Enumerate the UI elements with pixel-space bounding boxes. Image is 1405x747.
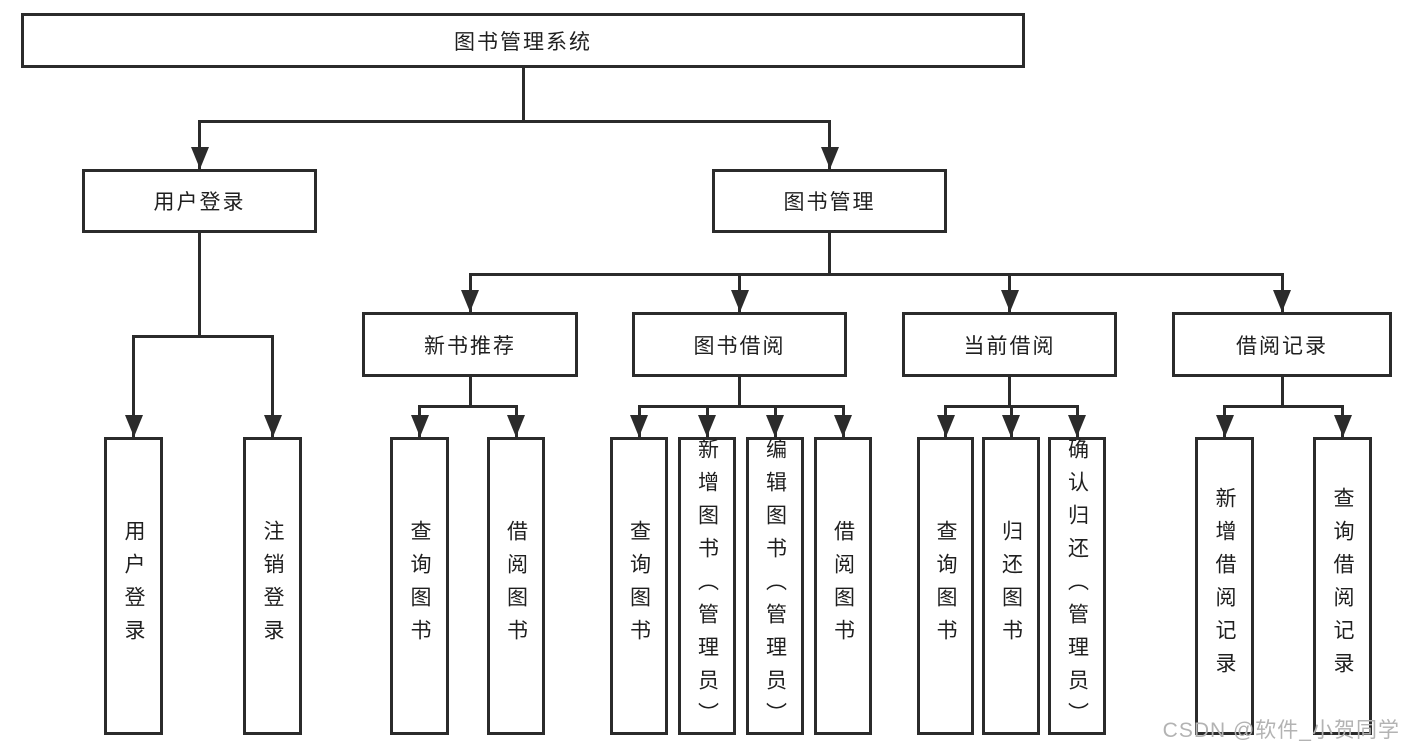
arrowhead [1273,290,1291,312]
leaf-user-login-label: 用户登录 [122,520,145,652]
edge-shaft [828,120,831,169]
edge-shaft [271,335,274,437]
edge-recommend-stem [468,377,472,408]
leaf-query-borrow-record: 查询借阅记录 [1313,437,1372,735]
edge-root-stem [521,68,525,121]
leaf-return-book-label: 归还图书 [999,520,1023,652]
leaf-borrow-books-recommend-label: 借阅图书 [504,520,528,652]
arrowhead [1002,415,1020,437]
arrowhead [1068,415,1086,437]
node-current-borrowing-label: 当前借阅 [963,334,1056,358]
leaf-query-books-recommend-label: 查询图书 [408,520,431,652]
node-user-login-label: 用户登录 [153,191,246,214]
edge-shaft [198,120,201,169]
leaf-query-books-current: 查询图书 [917,437,974,735]
arrowhead [124,415,143,437]
leaf-confirm-return-admin-label: 确认归还（管理员） [1065,437,1089,735]
leaf-query-books-recommend: 查询图书 [390,437,449,735]
edge-bookmgmt-bar [468,273,1284,276]
node-new-book-recommend-label: 新书推荐 [424,334,516,358]
leaf-borrow-books-borrowing-label: 借阅图书 [831,520,855,652]
edge-recommend-bar [418,405,518,408]
node-root-label: 图书管理系统 [454,30,592,54]
arrowhead [630,415,648,437]
leaf-logout-label: 注销登录 [261,520,284,652]
node-book-borrowing-label: 图书借阅 [693,334,786,358]
leaf-confirm-return-admin: 确认归还（管理员） [1048,437,1106,735]
node-current-borrowing: 当前借阅 [902,312,1117,377]
edge-userlogin-bar [132,335,274,338]
arrowhead [461,290,479,312]
leaf-add-book-admin: 新增图书（管理员） [678,437,736,735]
leaf-query-books-current-label: 查询图书 [934,520,957,652]
leaf-query-books-borrowing: 查询图书 [610,437,668,735]
arrowhead [263,415,282,437]
node-book-management: 图书管理 [712,169,947,233]
edge-records-bar [1223,405,1344,408]
leaf-borrow-books-borrowing: 借阅图书 [814,437,872,735]
arrowhead [507,415,525,437]
node-book-management-label: 图书管理 [783,191,876,214]
arrowhead [766,415,784,437]
csdn-watermark: CSDN @软件_小贺同学 [1162,719,1400,742]
leaf-query-borrow-record-label: 查询借阅记录 [1331,487,1354,685]
edge-root-bar [198,120,831,123]
edge-borrowing-bar [637,405,845,408]
leaf-user-login: 用户登录 [104,437,163,735]
arrowhead [1000,290,1019,312]
leaf-add-borrow-record: 新增借阅记录 [1195,437,1254,735]
arrowhead [730,290,749,312]
arrowhead [1215,415,1234,437]
edge-bookmgmt-stem [828,233,831,276]
edge-current-stem [1008,377,1011,408]
node-book-borrowing: 图书借阅 [632,312,847,377]
arrowhead [834,415,852,437]
leaf-query-books-borrowing-label: 查询图书 [627,520,651,652]
leaf-edit-book-admin: 编辑图书（管理员） [746,437,804,735]
arrowhead [1333,415,1352,437]
leaf-add-book-admin-label: 新增图书（管理员） [695,437,719,735]
node-new-book-recommend: 新书推荐 [362,312,578,377]
arrowhead [820,147,839,169]
leaf-edit-book-admin-label: 编辑图书（管理员） [763,437,787,735]
edge-records-stem [1280,377,1284,408]
node-root: 图书管理系统 [21,13,1025,68]
edge-borrowing-stem [738,377,741,408]
arrowhead [410,415,429,437]
leaf-add-borrow-record-label: 新增借阅记录 [1213,487,1236,685]
edge-userlogin-stem [198,233,201,338]
leaf-logout: 注销登录 [243,437,302,735]
edge-shaft [132,335,135,437]
node-user-login: 用户登录 [82,169,317,233]
node-borrow-records-label: 借阅记录 [1236,334,1328,358]
node-borrow-records: 借阅记录 [1172,312,1392,377]
leaf-borrow-books-recommend: 借阅图书 [487,437,545,735]
leaf-return-book: 归还图书 [982,437,1040,735]
arrowhead [190,147,209,169]
arrowhead [698,415,716,437]
arrowhead [936,415,955,437]
